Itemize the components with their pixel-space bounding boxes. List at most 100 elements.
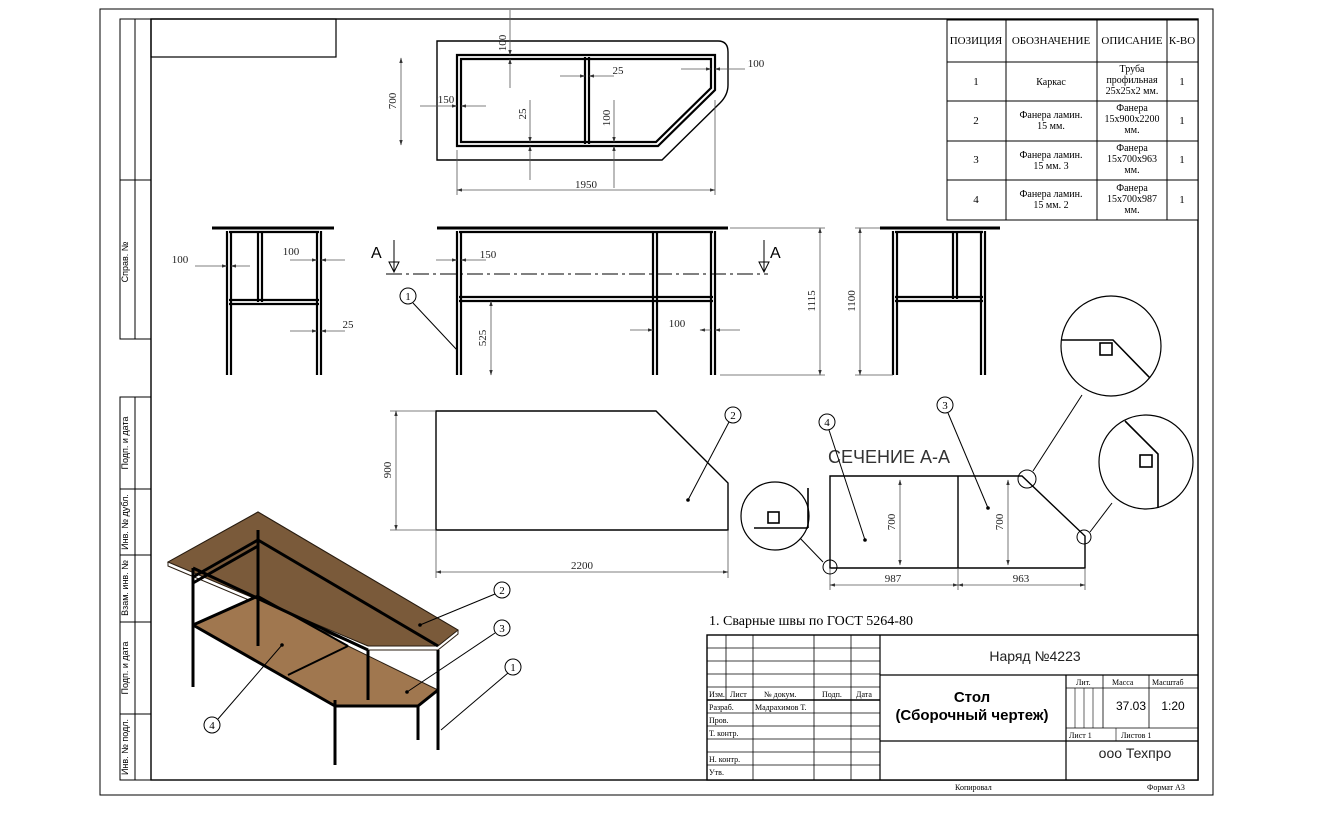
spec-designation-4b: 15 мм. 2 (1033, 200, 1068, 211)
strip-label-sprav: Справ. № (120, 241, 130, 282)
dim-top-25b: 25 (517, 108, 529, 120)
spec-designation-4a: Фанера ламин. (1019, 189, 1082, 200)
callout-2-iso: 2 (499, 585, 505, 597)
spec-description-3a: Фанера (1116, 143, 1148, 154)
spec-header-designation: ОБОЗНАЧЕНИЕ (1012, 35, 1091, 47)
weld-note: 1. Сварные швы по ГОСТ 5264-80 (709, 614, 913, 629)
spec-pos-3: 3 (973, 154, 979, 166)
spec-designation-2b: 15 мм. (1037, 121, 1065, 132)
left-side-view: 100 100 25 (172, 226, 355, 375)
spec-qty-3: 1 (1179, 154, 1185, 166)
dim-top-100a: 100 (497, 34, 509, 51)
dim-top-700: 700 (387, 92, 399, 109)
spec-header-qty: К-ВО (1169, 35, 1195, 47)
tb-role-tkontr: Т. контр. (709, 729, 738, 738)
right-side-view: 1100 (846, 226, 1000, 376)
dim-side-1100: 1100 (846, 290, 858, 312)
tb-name-line2: (Сборочный чертеж) (895, 707, 1048, 724)
dim-top-1950: 1950 (575, 179, 598, 191)
spec-pos-2: 2 (973, 115, 979, 127)
top-view: 100 100 25 700 150 25 100 1950 (387, 10, 765, 195)
strip-label-3: Взам. инв. № (120, 560, 130, 616)
section-title: СЕЧЕНИЕ А-А (828, 447, 950, 467)
spec-designation-2a: Фанера ламин. (1019, 110, 1082, 121)
strip-label-1: Подп. и дата (120, 416, 130, 469)
dim-panel-2200: 2200 (571, 560, 594, 572)
dim-side-100a: 100 (172, 254, 189, 266)
spec-pos-4: 4 (973, 194, 979, 206)
dim-section-700b: 700 (994, 513, 1006, 530)
dim-section-987: 987 (885, 573, 902, 585)
callout-3-section: 3 (942, 400, 948, 412)
section-view: СЕЧЕНИЕ А-А 700 700 987 963 4 3 (740, 295, 1194, 590)
spec-qty-4: 1 (1179, 194, 1185, 206)
callout-2-panel: 2 (730, 410, 736, 422)
tb-scale-label: Масштаб (1152, 678, 1184, 687)
callout-1-front: 1 (405, 291, 411, 303)
outer-frame (99, 8, 1214, 796)
spec-description-4c: мм. (1124, 205, 1139, 216)
spec-description-3c: мм. (1124, 165, 1139, 176)
strip-label-5: Инв. № подл. (120, 719, 130, 775)
tb-mass-label: Масса (1112, 678, 1134, 687)
front-view: A A 150 525 100 1115 1 (371, 226, 825, 376)
top-left-box (150, 18, 337, 58)
tb-name-line1: Стол (954, 689, 990, 706)
dim-front-100: 100 (669, 318, 686, 330)
tb-col-list: Лист (730, 690, 747, 699)
spec-header-pos: ПОЗИЦИЯ (950, 35, 1003, 47)
tb-order: Наряд №4223 (989, 648, 1081, 664)
tb-role-razrab: Разраб. (709, 703, 734, 712)
tb-scale: 1:20 (1161, 699, 1185, 713)
spec-description-1a: Труба (1120, 64, 1146, 75)
callout-4-iso: 4 (209, 720, 215, 732)
spec-description-4a: Фанера (1116, 183, 1148, 194)
spec-pos-1: 1 (973, 76, 979, 88)
dim-front-1115: 1115 (806, 290, 818, 312)
spec-table: ПОЗИЦИЯ ОБОЗНАЧЕНИЕ ОПИСАНИЕ К-ВО 1 Карк… (946, 19, 1199, 221)
spec-description-1b: профильная (1106, 75, 1158, 86)
dim-top-100c: 100 (601, 109, 613, 126)
tb-col-date: Дата (856, 690, 872, 699)
tb-col-sign: Подп. (822, 690, 842, 699)
left-strip: Справ. № Подп. и дата Инв. № дубл. Взам.… (119, 18, 152, 781)
tb-role-nkontr: Н. контр. (709, 755, 740, 764)
spec-description-2a: Фанера (1116, 103, 1148, 114)
dim-top-25a: 25 (613, 65, 625, 77)
spec-description-2c: мм. (1124, 125, 1139, 136)
dim-panel-900: 900 (382, 461, 394, 478)
spec-description-3b: 15x700x963 (1107, 154, 1157, 165)
callout-4-section: 4 (824, 417, 830, 429)
spec-designation-3a: Фанера ламин. (1019, 150, 1082, 161)
section-mark-right: A (770, 245, 781, 262)
dim-section-700a: 700 (886, 513, 898, 530)
spec-description-4b: 15x700x987 (1107, 194, 1157, 205)
spec-designation-3b: 15 мм. 3 (1033, 161, 1068, 172)
title-block: Изм. Лист № докум. Подп. Дата Разраб. Пр… (706, 634, 1199, 792)
tb-copied: Копировал (955, 783, 992, 792)
tb-col-doc: № докум. (764, 690, 796, 699)
dim-top-100b: 100 (748, 58, 765, 70)
spec-qty-1: 1 (1179, 76, 1185, 88)
tb-role-utv: Утв. (709, 768, 724, 777)
dim-top-150: 150 (438, 94, 455, 106)
tb-developer: Мадрахимов Т. (755, 703, 807, 712)
tb-lit-label: Лит. (1076, 678, 1091, 687)
spec-qty-2: 1 (1179, 115, 1185, 127)
dim-side-25: 25 (343, 319, 355, 331)
dim-side-100b: 100 (283, 246, 300, 258)
isometric-view: 2 3 1 4 (166, 511, 522, 765)
strip-label-2: Инв. № дубл. (120, 494, 130, 550)
section-mark-left: A (371, 245, 382, 262)
tb-company: ооо Техпро (1099, 745, 1172, 761)
tb-sheets: Листов 1 (1121, 731, 1151, 740)
spec-description-1c: 25x25x2 мм. (1106, 86, 1159, 97)
tb-sheet: Лист 1 (1069, 731, 1092, 740)
strip-label-4: Подп. и дата (120, 641, 130, 694)
spec-description-2b: 15x900x2200 (1105, 114, 1160, 125)
callout-3-iso: 3 (499, 623, 505, 635)
top-panel-view: 900 2200 2 (382, 406, 742, 578)
tb-col-izm: Изм. (709, 690, 725, 699)
spec-designation-1: Каркас (1036, 77, 1066, 88)
